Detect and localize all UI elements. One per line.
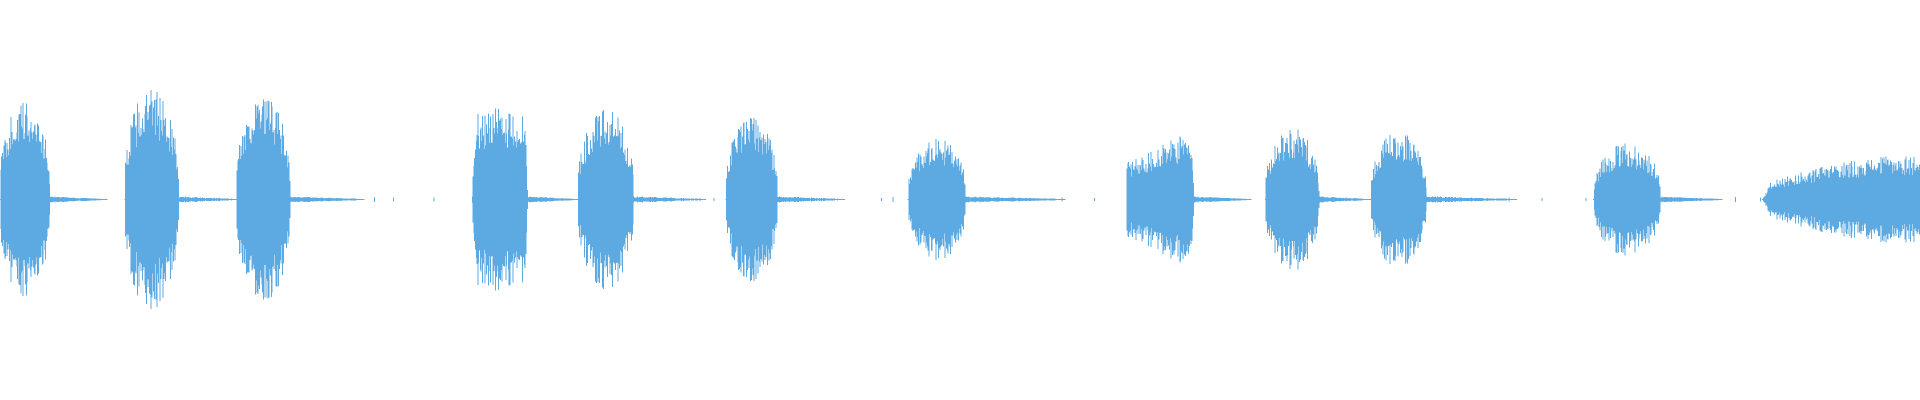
waveform-bars [0,89,1920,310]
waveform-signal [0,89,1920,310]
